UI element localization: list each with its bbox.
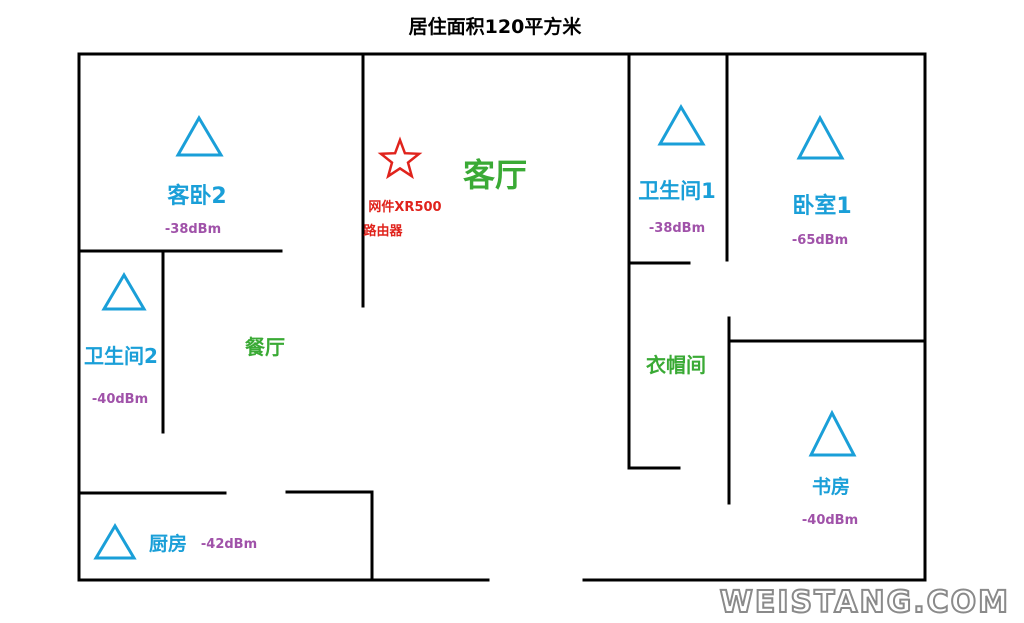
room-living-name: 客厅 [463,156,527,194]
room-kitchen-name: 厨房 [149,532,187,555]
room-guest-bedroom-name: 客卧2 [167,183,226,209]
room-guest-bedroom-signal: -38dBm [165,222,221,237]
watermark: WEISTANG.COM [720,585,1010,620]
room-bedroom1-name: 卧室1 [792,193,851,219]
triangle-icon [657,104,706,146]
walls [77,52,927,582]
access-points [93,104,857,560]
room-bathroom2-name: 卫生间2 [84,344,158,368]
room-bathroom1-name: 卫生间1 [638,179,716,203]
router-name: 网件XR500 [368,199,441,215]
triangle-icon [808,409,857,457]
triangle-icon [175,115,224,157]
room-bedroom1-signal: -65dBm [792,233,848,248]
triangle-icon [101,272,147,311]
router-label: 路由器 [363,223,403,239]
triangle-icon [796,114,845,160]
room-bathroom1-signal: -38dBm [649,221,705,236]
room-study-signal: -40dBm [802,513,858,528]
room-closet-name: 衣帽间 [646,353,706,377]
plan-title: 居住面积120平方米 [409,15,583,38]
room-kitchen-signal: -42dBm [201,537,257,552]
room-bathroom2-signal: -40dBm [92,392,148,407]
room-dining-name: 餐厅 [245,335,285,359]
triangle-icon [93,523,137,560]
room-study-name: 书房 [812,475,850,498]
star-icon [377,136,423,180]
